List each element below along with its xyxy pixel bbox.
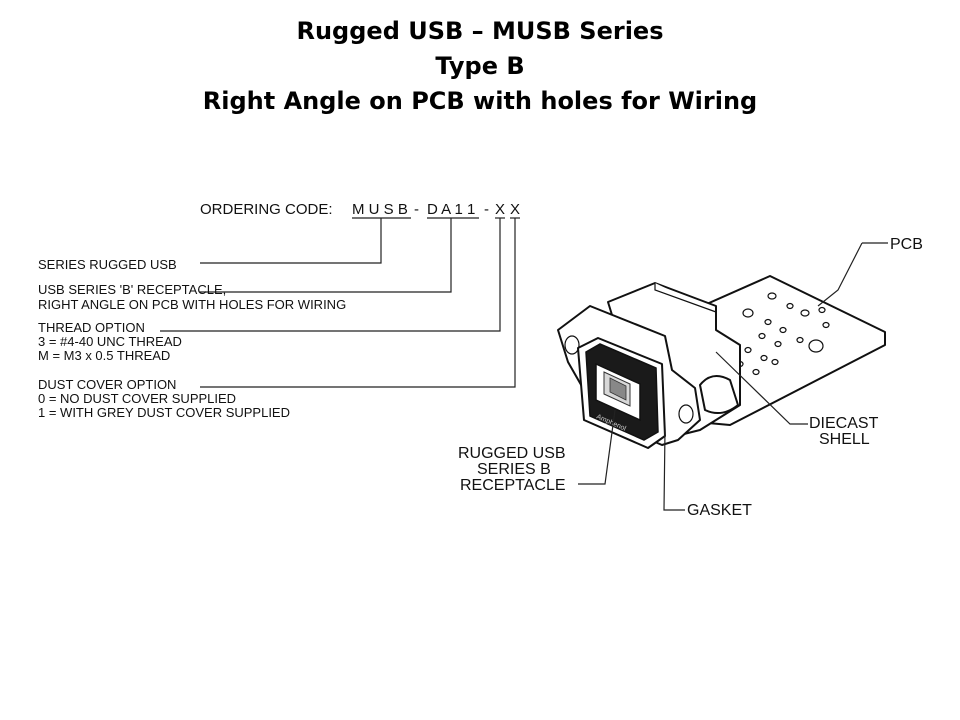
option-thread-3: 3 = #4-40 UNC THREAD	[38, 334, 182, 349]
connector-drawing: Amphenol	[557, 275, 886, 449]
callout-diecast-line2: SHELL	[819, 431, 870, 448]
callout-receptacle-line2: SERIES B	[477, 461, 551, 478]
callout-diecast-line1: DIECAST	[809, 415, 879, 432]
ordering-code-series: M U S B	[352, 201, 408, 218]
slide-title: Rugged USB – MUSB Series	[296, 17, 664, 45]
option-receptacle-line2: RIGHT ANGLE ON PCB WITH HOLES FOR WIRING	[38, 297, 346, 312]
callout-receptacle-line3: RECEPTACLE	[460, 477, 566, 494]
slide-subtitle-type: Type B	[435, 52, 525, 80]
option-dust-0: 0 = NO DUST COVER SUPPLIED	[38, 391, 236, 406]
option-series: SERIES RUGGED USB	[38, 257, 177, 272]
ordering-code-label: ORDERING CODE:	[200, 201, 333, 218]
ordering-code-thread: X	[495, 201, 505, 218]
option-thread-m: M = M3 x 0.5 THREAD	[38, 348, 170, 363]
option-dust-title: DUST COVER OPTION	[38, 377, 176, 392]
pcb-holes	[736, 292, 830, 376]
ordering-code-dash-2: -	[484, 201, 489, 218]
callout-gasket: GASKET	[687, 502, 752, 519]
option-thread-title: THREAD OPTION	[38, 320, 145, 335]
flange-hole-right	[678, 404, 694, 424]
slide-subtitle-mounting: Right Angle on PCB with holes for Wiring	[202, 87, 758, 115]
ordering-code-receptacle: D A 1 1	[427, 201, 475, 218]
flange-hole-left	[564, 335, 580, 355]
ordering-code-dash-1: -	[414, 201, 419, 218]
callout-leaders	[578, 242, 888, 511]
ordering-code-dust: X	[510, 201, 520, 218]
ordering-leader-lines	[160, 218, 516, 388]
title-block: Rugged USB – MUSB Series Type B Right An…	[0, 14, 960, 119]
option-receptacle-line1: USB SERIES 'B' RECEPTACLE,	[38, 282, 226, 297]
callout-pcb: PCB	[890, 236, 923, 253]
shell-side-boss	[699, 375, 739, 415]
callout-receptacle-line1: RUGGED USB	[458, 445, 566, 462]
option-dust-1: 1 = WITH GREY DUST COVER SUPPLIED	[38, 405, 290, 420]
